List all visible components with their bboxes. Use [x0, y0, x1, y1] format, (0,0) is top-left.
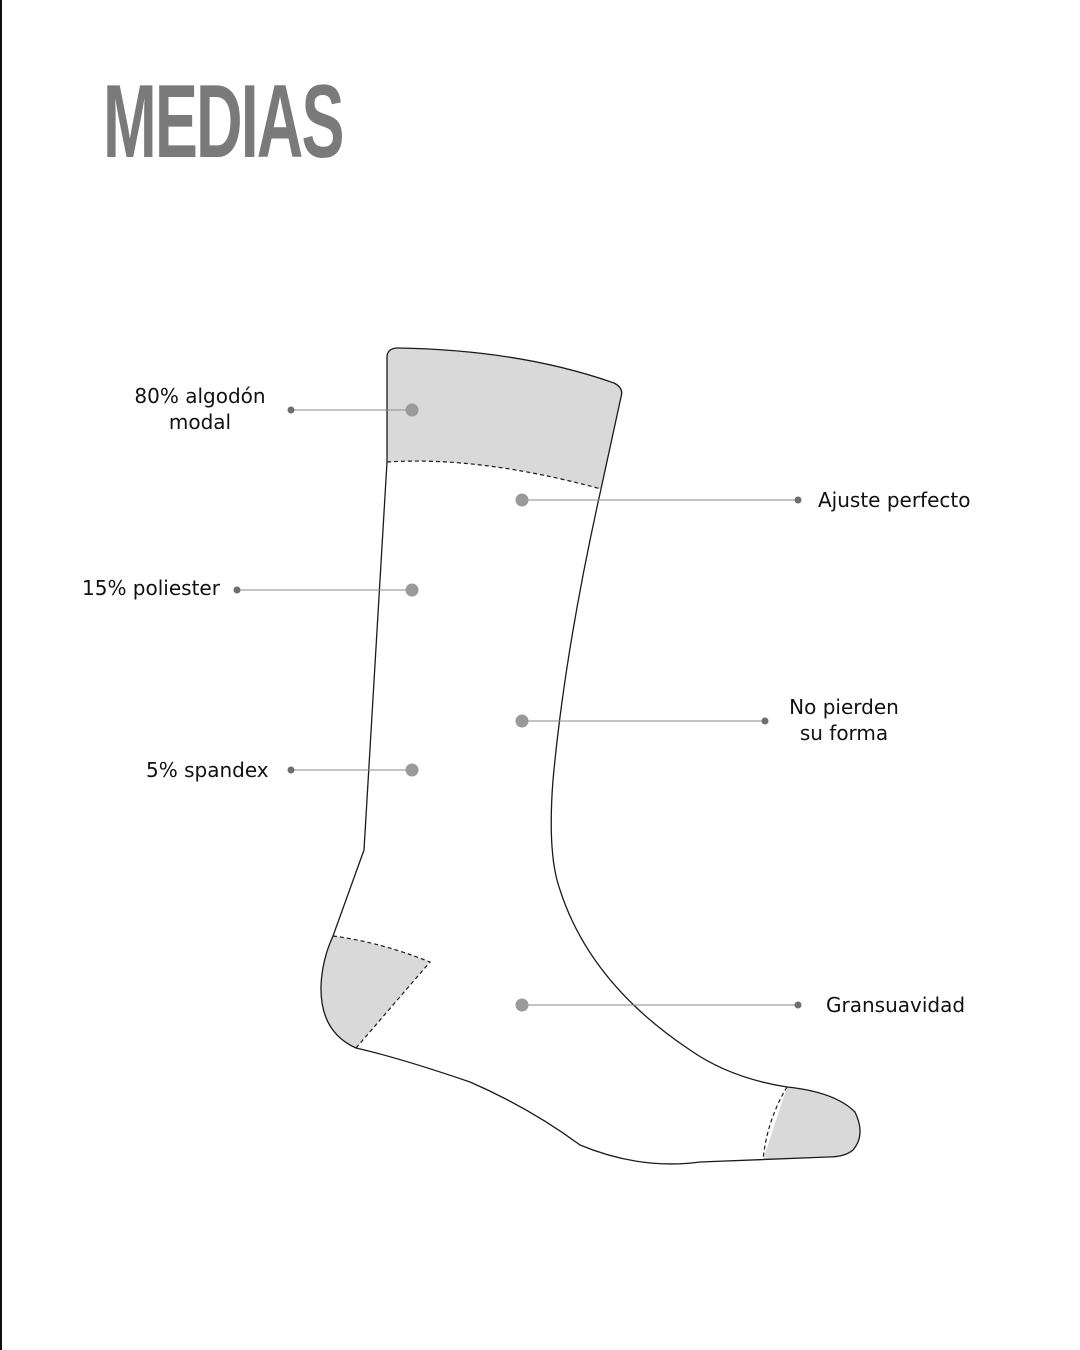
left-edge-border	[0, 0, 2, 1350]
callout-fit: Ajuste perfecto	[818, 488, 971, 512]
callout-cotton: 80% algodón modal	[120, 383, 280, 435]
marker-shape	[515, 714, 529, 728]
cuff-seam	[386, 460, 602, 490]
leader-dot-shape	[761, 717, 769, 725]
marker-fit	[515, 493, 529, 507]
callout-shape-line2: su forma	[799, 721, 889, 745]
leader-dot-spandex	[287, 766, 295, 774]
callout-softness: Gransuavidad	[826, 993, 966, 1017]
leader-dot-softness	[794, 1001, 802, 1009]
toe-panel	[763, 1087, 861, 1160]
leader-dot-polyester	[233, 586, 241, 594]
marker-polyester	[405, 583, 419, 597]
cuff-panel	[387, 348, 622, 489]
marker-softness	[515, 998, 529, 1012]
sock-outline	[320, 347, 861, 1165]
heel-panel	[320, 936, 430, 1048]
marker-cotton	[405, 403, 419, 417]
callout-shape-line1: No pierden	[789, 695, 899, 719]
leader-dot-fit	[794, 496, 802, 504]
callout-shape: No pierden su forma	[774, 694, 914, 746]
callout-cotton-line2: modal	[168, 410, 232, 434]
leader-dot-cotton	[287, 406, 295, 414]
callout-polyester: 15% poliester	[82, 576, 220, 600]
page-title: MEDIAS	[103, 64, 344, 180]
callout-spandex: 5% spandex	[146, 758, 269, 782]
marker-spandex	[405, 763, 419, 777]
toe-seam	[762, 1086, 788, 1161]
callout-cotton-line1: 80% algodón	[134, 384, 266, 408]
